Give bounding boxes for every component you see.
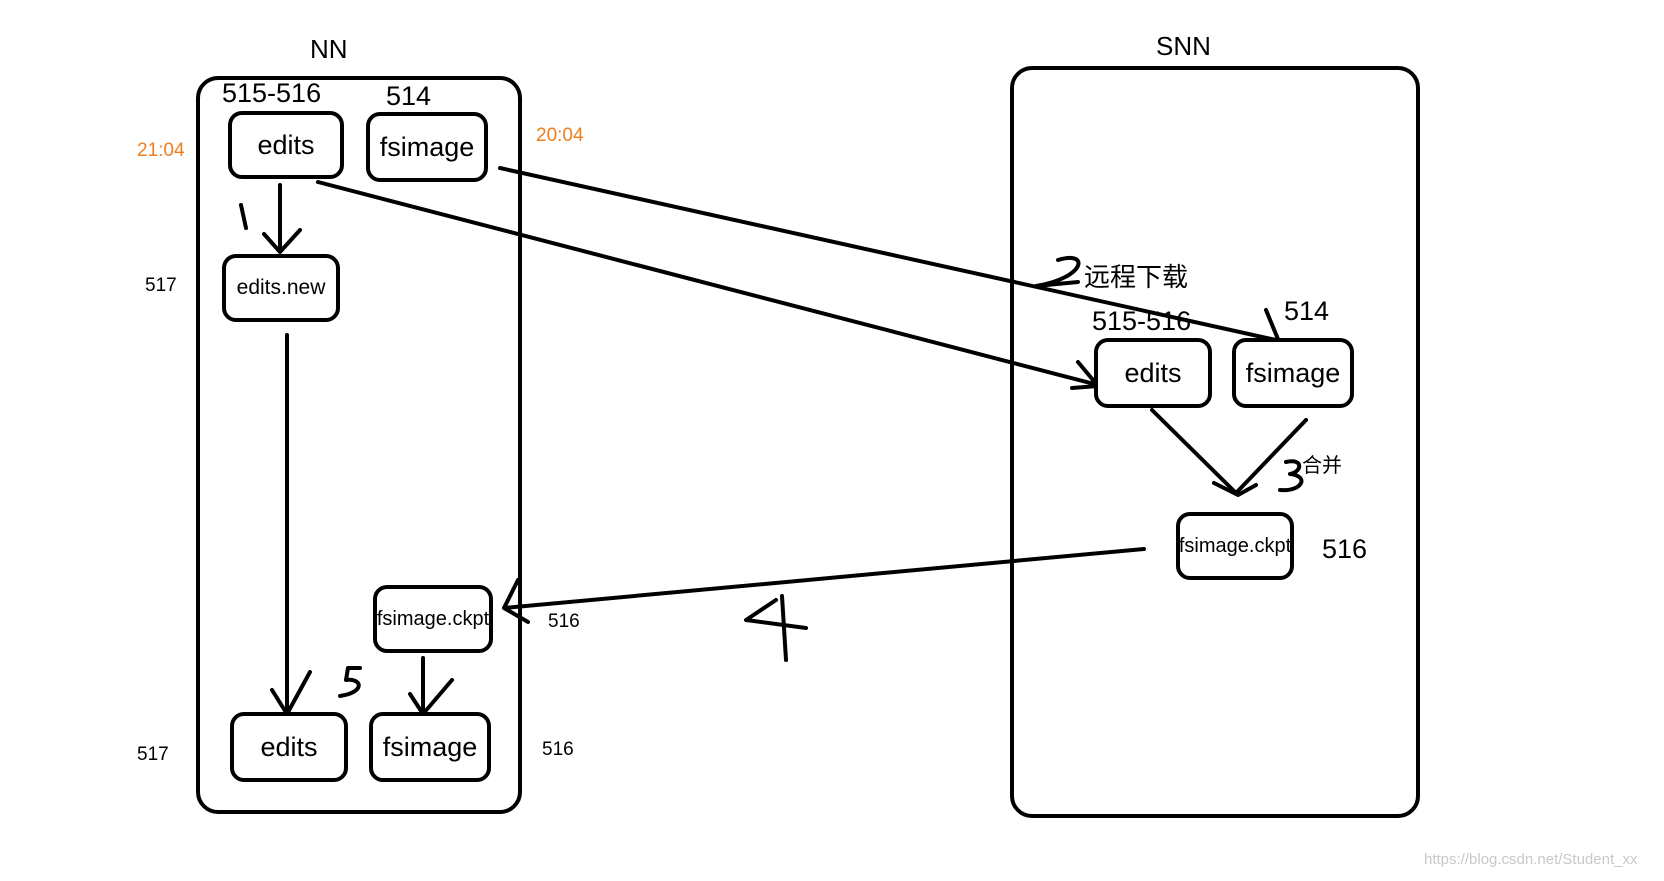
step-3-glyph	[1278, 459, 1304, 493]
watermark: https://blog.csdn.net/Student_xx	[1424, 851, 1638, 868]
snn-ckpt-version: 516	[1322, 534, 1368, 564]
nn-panel	[196, 76, 522, 814]
snn-fsimage-version: 514	[1284, 296, 1330, 326]
snn-ckpt-node[interactable]: fsimage.ckpt	[1176, 512, 1294, 580]
nn-edits-new-version: 517	[145, 275, 177, 296]
nn-edits-time: 21:04	[137, 140, 185, 161]
nn-edits-new-label: edits.new	[236, 276, 326, 299]
nn-edits-label: edits	[257, 129, 315, 160]
snn-title: SNN	[1156, 31, 1211, 61]
snn-edits-version: 515-516	[1092, 306, 1192, 336]
nn-fsimage-bottom-version: 516	[542, 739, 574, 760]
step-2-glyph	[1034, 255, 1081, 288]
nn-fsimage-bottom-node[interactable]: fsimage	[369, 712, 491, 782]
nn-ckpt-node[interactable]: fsimage.ckpt	[373, 585, 493, 653]
nn-title: NN	[310, 34, 348, 64]
nn-fsimage-time: 20:04	[536, 125, 584, 146]
nn-edits-bottom-version: 517	[137, 744, 169, 765]
snn-fsimage-label: fsimage	[1245, 357, 1341, 388]
arrow-merge-fsimage	[1212, 418, 1308, 497]
nn-fsimage-node[interactable]: fsimage	[366, 112, 488, 182]
nn-edits-new-node[interactable]: edits.new	[222, 254, 340, 322]
step-1-glyph	[239, 203, 248, 230]
nn-fsimage-version: 514	[386, 81, 432, 111]
arrow-merge-edits	[1150, 408, 1238, 495]
snn-panel	[1010, 66, 1420, 818]
nn-edits-bottom-node[interactable]: edits	[230, 712, 348, 782]
step-4-glyph	[744, 594, 808, 662]
snn-ckpt-label: fsimage.ckpt	[1178, 534, 1292, 557]
nn-fsimage-label: fsimage	[379, 131, 475, 162]
snn-fsimage-node[interactable]: fsimage	[1232, 338, 1354, 408]
nn-edits-bottom-label: edits	[260, 731, 318, 762]
snn-edits-label: edits	[1124, 357, 1182, 388]
step-5-glyph	[338, 666, 362, 698]
arrow-edits-to-edits-new	[262, 183, 302, 254]
snn-edits-node[interactable]: edits	[1094, 338, 1212, 408]
step-3-label: 合并	[1302, 455, 1342, 477]
nn-edits-version: 515-516	[222, 78, 322, 108]
step-2-label: 远程下载	[1084, 262, 1189, 292]
nn-fsimage-bottom-label: fsimage	[382, 731, 478, 762]
nn-ckpt-label: fsimage.ckpt	[376, 607, 490, 630]
nn-edits-node[interactable]: edits	[228, 111, 344, 179]
nn-ckpt-version: 516	[548, 611, 580, 632]
